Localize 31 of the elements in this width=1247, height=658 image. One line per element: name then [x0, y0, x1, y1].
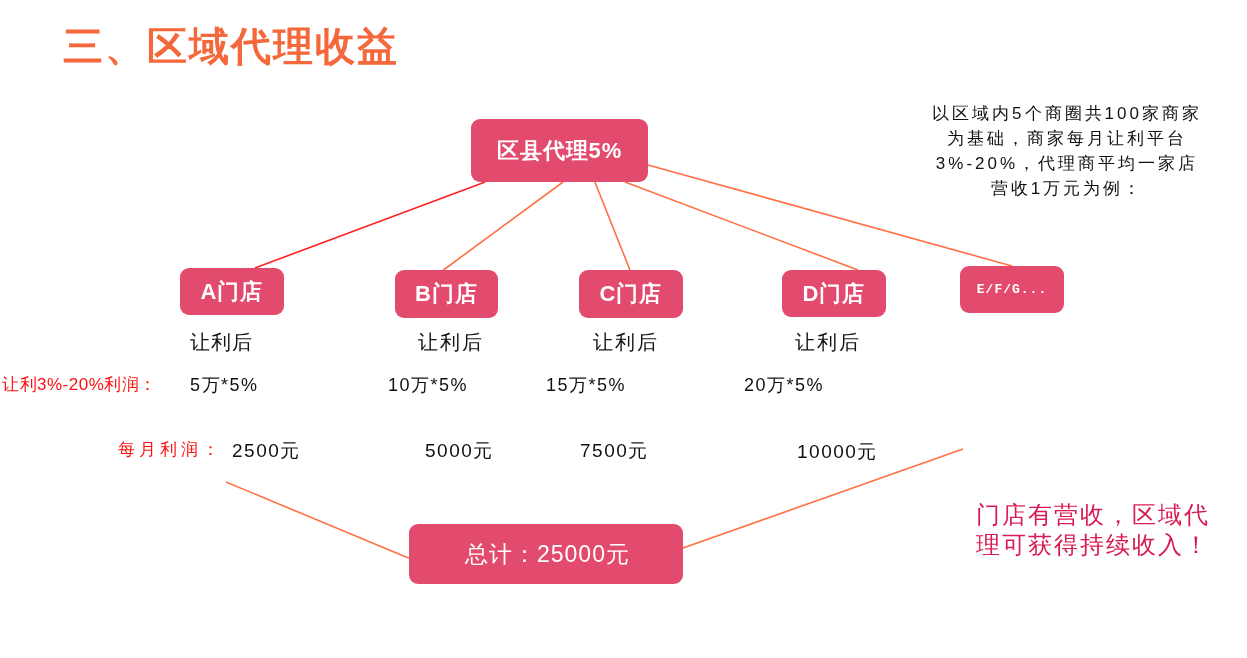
store-box: B门店	[395, 270, 498, 318]
value-text: 5000元	[425, 440, 494, 463]
note-text: 以区域内5个商圈共100家商家为基础，商家每月让利平台3%-20%，代理商平均一家店营收1万元为例：	[931, 103, 1203, 200]
value-text: 20万*5%	[744, 375, 825, 397]
value-text: 2500元	[232, 440, 301, 463]
store-box: C门店	[579, 270, 683, 318]
connector-line	[624, 181, 859, 271]
connector-line	[594, 181, 631, 271]
value-text: 10000元	[797, 441, 878, 464]
highlight-text: 门店有营收，区域代理可获得持续收入！	[976, 500, 1211, 560]
title: 三、区域代理收益	[63, 23, 399, 70]
agent-box: 区县代理5%	[471, 119, 648, 182]
connector-line	[254, 181, 486, 269]
caption-text: 让利后	[593, 330, 659, 354]
value-text: 10万*5%	[388, 375, 469, 397]
connector-line	[442, 181, 564, 271]
caption-text: 让利后	[190, 330, 253, 354]
store-box: D门店	[782, 270, 886, 317]
row-label: 让利3%-20%利润：	[2, 375, 157, 396]
caption-text: 让利后	[795, 330, 861, 354]
store-box: E/F/G...	[960, 266, 1064, 313]
value-text: 7500元	[580, 440, 649, 463]
value-text: 15万*5%	[546, 375, 627, 397]
connector-line	[225, 481, 410, 559]
value-text: 5万*5%	[190, 375, 259, 397]
store-box: A门店	[180, 268, 284, 315]
caption-text: 让利后	[418, 330, 484, 354]
row-label: 每月利润：	[118, 440, 223, 461]
connector-line	[682, 448, 964, 549]
connector-line	[647, 164, 1013, 267]
total-box: 总计：25000元	[409, 524, 683, 584]
